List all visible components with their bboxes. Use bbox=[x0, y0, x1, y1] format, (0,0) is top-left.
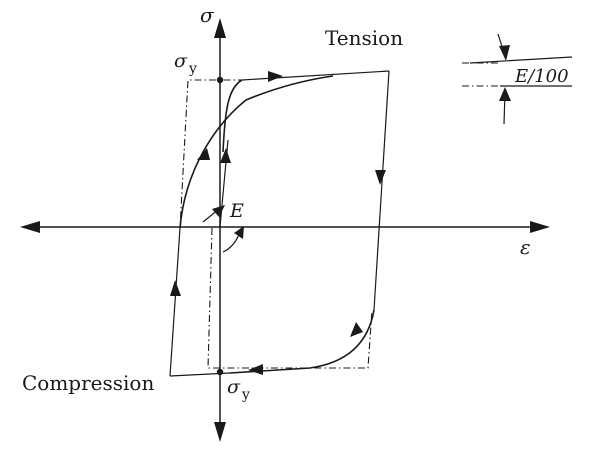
tension-label: Tension bbox=[325, 26, 403, 50]
strain-axis-label: ε bbox=[520, 235, 531, 259]
yield-stress-top-label: σ bbox=[174, 50, 188, 72]
arrow-left-upper bbox=[197, 148, 210, 160]
modulus-small-arrow-head bbox=[234, 226, 244, 239]
axes bbox=[20, 18, 550, 442]
loop-left-upper bbox=[179, 75, 334, 229]
hardening-slope-label: E/100 bbox=[514, 66, 569, 87]
hardening-slope-indicator bbox=[469, 33, 573, 125]
yield-stress-top-subscript: y bbox=[188, 61, 197, 77]
loop-top-segment bbox=[241, 70, 390, 81]
modulus-indicator bbox=[202, 205, 244, 253]
bilinear-envelope-lower bbox=[207, 227, 373, 369]
yield-stress-bottom-label: σ bbox=[227, 376, 241, 398]
stress-axis-label: σ bbox=[200, 3, 215, 27]
yield-point-bottom bbox=[216, 368, 224, 376]
arrow-initial bbox=[220, 148, 231, 163]
modulus-label: E bbox=[229, 200, 244, 222]
loop-upper-left bbox=[222, 79, 243, 153]
modulus-arrow-head bbox=[212, 205, 225, 217]
bilinear-envelope bbox=[179, 62, 500, 369]
arrow-top bbox=[268, 71, 283, 82]
loop-lower-right bbox=[229, 309, 375, 374]
bilinear-envelope-upper bbox=[179, 79, 245, 229]
arrow-left bbox=[170, 280, 181, 296]
strain-axis-arrow-left bbox=[20, 221, 40, 233]
loop-direction-arrows bbox=[170, 71, 386, 375]
strain-axis-arrow-right bbox=[530, 221, 550, 233]
hardening-dim-arrow-top bbox=[499, 45, 510, 61]
arrow-bottom bbox=[248, 364, 263, 375]
stress-axis-arrow-up bbox=[214, 18, 226, 38]
loop-bottom-segment bbox=[169, 372, 231, 377]
yield-stress-bottom-subscript: y bbox=[241, 387, 250, 403]
loop-left-branch bbox=[169, 227, 181, 377]
arrow-right bbox=[375, 170, 386, 185]
loop-right-branch bbox=[373, 70, 390, 311]
arrow-lower-right bbox=[350, 322, 363, 337]
hardening-slope-line bbox=[469, 56, 573, 64]
compression-label: Compression bbox=[22, 371, 154, 395]
stress-axis-arrow-down bbox=[214, 422, 226, 442]
hardening-dim-arrow-bottom bbox=[499, 87, 511, 101]
